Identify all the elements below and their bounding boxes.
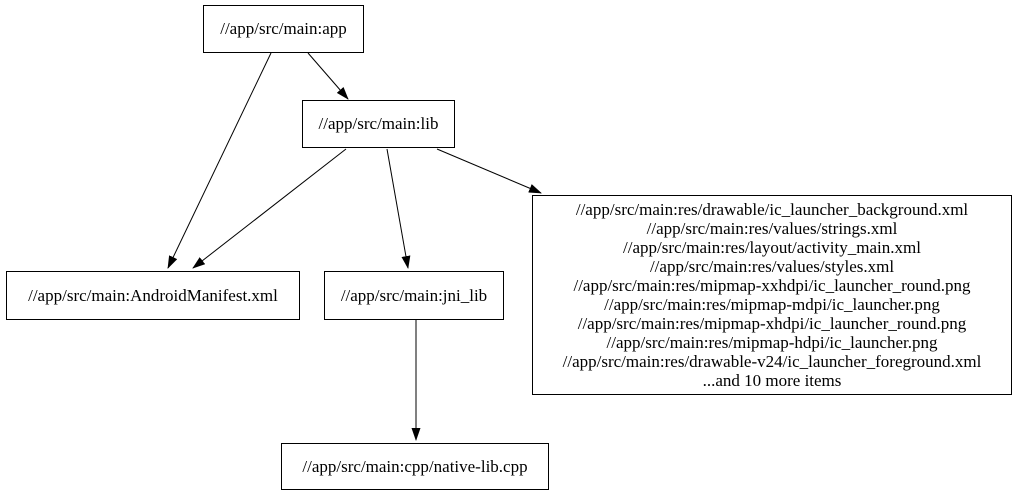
resource-item: //app/src/main:res/values/strings.xml [646,219,898,238]
node-resources: //app/src/main:res/drawable/ic_launcher_… [532,195,1012,395]
node-lib-label: //app/src/main:lib [318,114,439,133]
resource-items-more: ...and 10 more items [702,371,842,390]
resource-item: //app/src/main:res/mipmap-xhdpi/ic_launc… [577,314,967,333]
edge-lib-to-manifest [192,148,347,269]
node-android-manifest: //app/src/main:AndroidManifest.xml [6,271,300,320]
resource-item: //app/src/main:res/layout/activity_main.… [623,238,921,257]
node-app: //app/src/main:app [203,5,364,53]
node-android-manifest-label: //app/src/main:AndroidManifest.xml [28,285,278,305]
edge-lib-to-jni-lib [386,148,411,269]
node-jni-lib-label: //app/src/main:jni_lib [340,285,488,305]
resource-item: //app/src/main:res/mipmap-mdpi/ic_launch… [604,295,940,314]
node-jni-lib: //app/src/main:jni_lib [324,271,504,320]
edge-app-to-lib [307,52,349,100]
edge-lib-to-resources [436,148,542,194]
node-native-lib-cpp-label: //app/src/main:cpp/native-lib.cpp [302,456,528,476]
edge-app-to-manifest [167,52,272,269]
resource-item: //app/src/main:res/drawable/ic_launcher_… [575,200,969,219]
resource-item: //app/src/main:res/mipmap-hdpi/ic_launch… [606,333,938,352]
resource-item: //app/src/main:res/values/styles.xml [649,257,895,276]
node-app-label: //app/src/main:app [220,19,347,38]
resource-item: //app/src/main:res/drawable-v24/ic_launc… [562,352,982,371]
resource-item: //app/src/main:res/mipmap-xxhdpi/ic_laun… [573,276,971,295]
node-native-lib-cpp: //app/src/main:cpp/native-lib.cpp [281,443,549,490]
node-lib: //app/src/main:lib [302,100,455,148]
